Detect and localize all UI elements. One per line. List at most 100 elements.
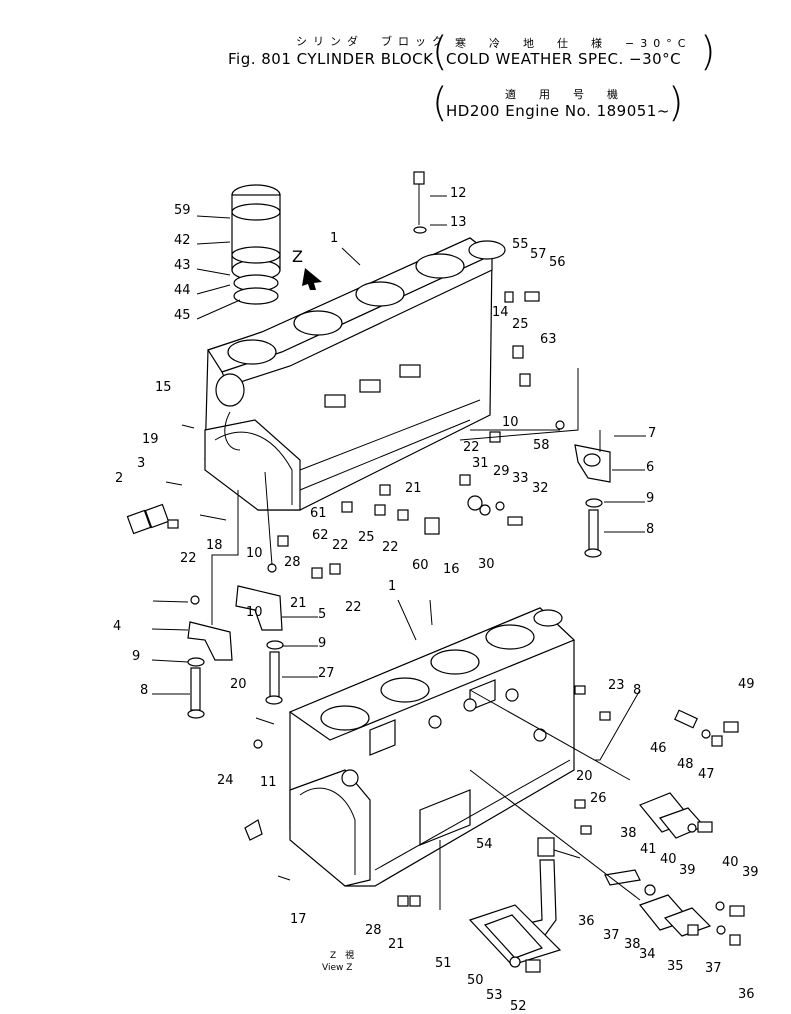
callout-61: 61: [310, 506, 327, 521]
callout-9: 9: [318, 636, 326, 651]
callout-8: 8: [646, 522, 654, 537]
callout-41: 41: [640, 842, 657, 857]
callout-28: 28: [365, 923, 382, 938]
callout-34: 34: [639, 947, 656, 962]
right-paren: ): [700, 29, 716, 75]
callout-53: 53: [486, 988, 503, 1003]
view-z-letter: Z: [292, 247, 303, 266]
callout-8: 8: [633, 683, 641, 698]
callout-26: 26: [590, 791, 607, 806]
callout-35: 35: [667, 959, 684, 974]
callout-1: 1: [388, 579, 396, 594]
right-paren-2: ): [668, 80, 684, 126]
callout-11: 11: [260, 775, 277, 790]
applicable-engine: HD200 Engine No. 189051~: [446, 102, 670, 120]
callout-48: 48: [677, 757, 694, 772]
callout-15: 15: [155, 380, 172, 395]
callout-50: 50: [467, 973, 484, 988]
callout-59: 59: [174, 203, 191, 218]
callout-32: 32: [532, 481, 549, 496]
callout-29: 29: [493, 464, 510, 479]
callout-16: 16: [443, 562, 460, 577]
lower-cylinder-block: [288, 607, 576, 887]
callout-49: 49: [738, 677, 755, 692]
callout-7: 7: [648, 426, 656, 441]
bearing-cap-left: [187, 585, 284, 719]
callout-10: 10: [502, 415, 519, 430]
callout-40: 40: [722, 855, 739, 870]
spec-title: COLD WEATHER SPEC. −30°C: [446, 50, 682, 68]
callout-22: 22: [345, 600, 362, 615]
figure-title: Fig. 801 CYLINDER BLOCK: [228, 50, 434, 68]
callout-20: 20: [230, 677, 247, 692]
callout-23: 23: [608, 678, 625, 693]
callout-39: 39: [742, 865, 759, 880]
callout-52: 52: [510, 999, 527, 1014]
callout-18: 18: [206, 538, 223, 553]
callout-17: 17: [290, 912, 307, 927]
cylinder-liner-group: [231, 184, 281, 305]
callout-2: 2: [115, 471, 123, 486]
view-note-en: View Z: [322, 963, 352, 973]
left-paren: (: [432, 29, 448, 75]
callout-62: 62: [312, 528, 329, 543]
callout-5: 5: [318, 607, 326, 622]
callout-3: 3: [137, 456, 145, 471]
callout-9: 9: [132, 649, 140, 664]
callout-33: 33: [512, 471, 529, 486]
callout-22: 22: [382, 540, 399, 555]
applicable-jp: 適 用 号 機: [505, 88, 624, 101]
callout-21: 21: [405, 481, 422, 496]
callout-12: 12: [450, 186, 467, 201]
callout-46: 46: [650, 741, 667, 756]
callout-22: 22: [463, 440, 480, 455]
callout-43: 43: [174, 258, 191, 273]
title-jp: シリンダ ブロック: [296, 35, 449, 48]
view-z-arrow: [302, 268, 322, 290]
callout-10: 10: [246, 605, 263, 620]
callout-51: 51: [435, 956, 452, 971]
callout-36: 36: [738, 987, 755, 1002]
callout-45: 45: [174, 308, 191, 323]
small-parts-lower: [244, 685, 745, 973]
callout-25: 25: [358, 530, 375, 545]
callout-30: 30: [478, 557, 495, 572]
callout-63: 63: [540, 332, 557, 347]
callout-10: 10: [246, 546, 263, 561]
callout-4: 4: [113, 619, 121, 634]
callout-22: 22: [180, 551, 197, 566]
callout-38: 38: [620, 826, 637, 841]
head-bolt: [413, 171, 427, 234]
callout-21: 21: [290, 596, 307, 611]
callout-56: 56: [549, 255, 566, 270]
callout-58: 58: [533, 438, 550, 453]
callout-60: 60: [412, 558, 429, 573]
callout-47: 47: [698, 767, 715, 782]
callout-37: 37: [603, 928, 620, 943]
callout-8: 8: [140, 683, 148, 698]
callout-21: 21: [388, 937, 405, 952]
small-parts-upper: [126, 291, 565, 626]
callout-42: 42: [174, 233, 191, 248]
callout-38: 38: [624, 937, 641, 952]
left-paren-2: (: [432, 80, 448, 126]
callout-57: 57: [530, 247, 547, 262]
callout-19: 19: [142, 432, 159, 447]
callout-13: 13: [450, 215, 467, 230]
callout-36: 36: [578, 914, 595, 929]
view-note-jp: Z 視: [330, 949, 354, 961]
callout-55: 55: [512, 237, 529, 252]
callout-31: 31: [472, 456, 489, 471]
callout-22: 22: [332, 538, 349, 553]
callout-37: 37: [705, 961, 722, 976]
callout-14: 14: [492, 305, 509, 320]
callout-54: 54: [476, 837, 493, 852]
callout-1: 1: [330, 231, 338, 246]
callout-20: 20: [576, 769, 593, 784]
upper-cylinder-block: [204, 237, 506, 511]
callout-6: 6: [646, 460, 654, 475]
callout-39: 39: [679, 863, 696, 878]
callout-28: 28: [284, 555, 301, 570]
